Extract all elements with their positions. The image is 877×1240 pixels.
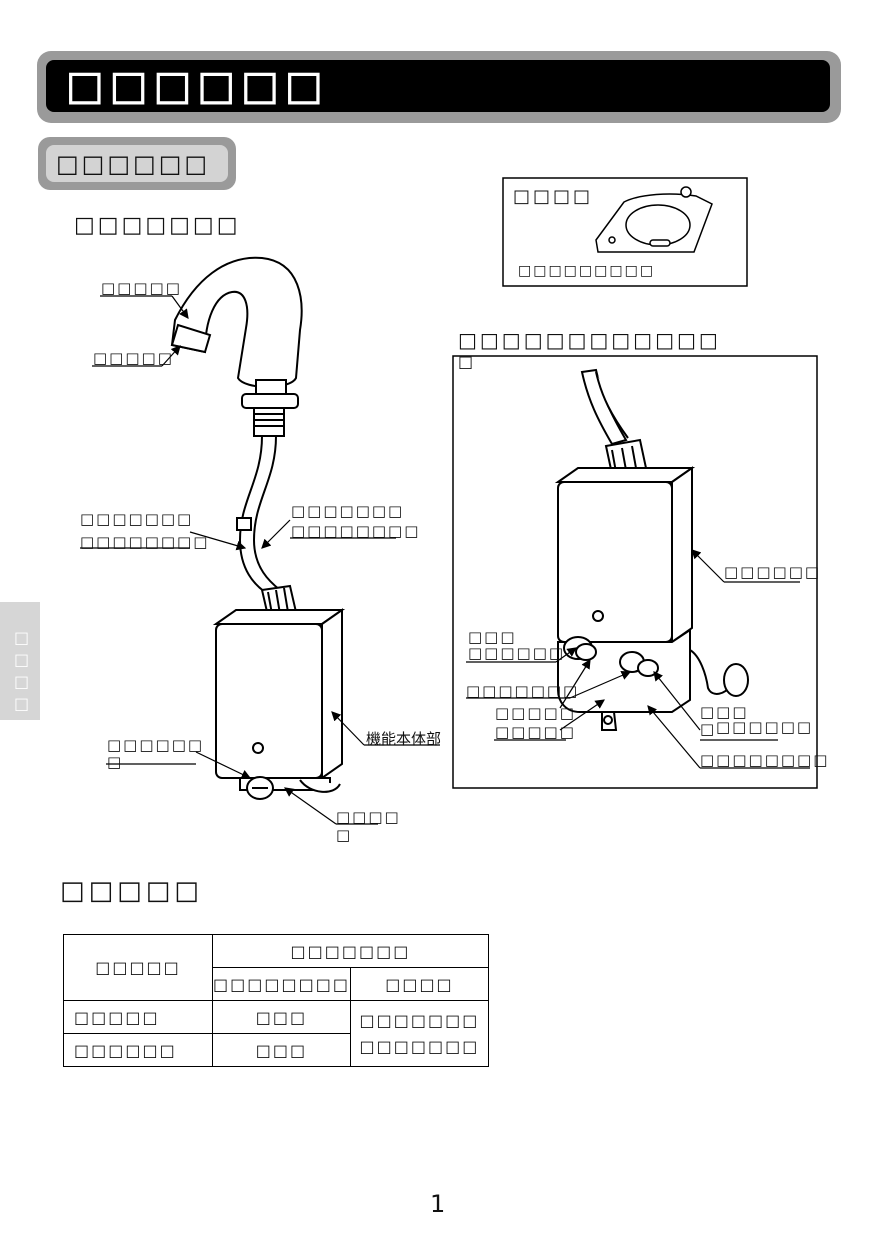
page-number: 1 <box>430 1190 446 1218</box>
label-hose-left-1: □□□□□□□ <box>80 510 194 528</box>
table-row: □□□□□ □□□ □□□□□□□ □□□□□□□ <box>63 1000 489 1067</box>
label-inlet-1: □□□□ <box>336 808 401 826</box>
section-label: □□□□□□ <box>46 145 228 182</box>
detail-label-right-a-3: □□□□□□ <box>716 718 814 736</box>
page-title: □□□□□□ <box>66 63 329 109</box>
detail-label-left-a-1: □□□ <box>468 628 517 646</box>
spec-col-main: □□□□□ <box>63 934 213 1001</box>
detail-heading-cont: □ <box>458 352 474 371</box>
label-inlet-2: □ <box>336 826 353 844</box>
spec-col-sub-1: □□□□□□□□ <box>212 967 351 1001</box>
faucet-heading: □□□□□□□ <box>74 213 241 238</box>
label-body-bottom-1: □□□□□□ <box>107 736 205 754</box>
accessory-title: □□□□ <box>513 186 594 207</box>
accessory-caption: □□□□□□□□□ <box>518 263 656 279</box>
unit-box-illustration <box>212 608 346 800</box>
detail-heading: □□□□□□□□□□□□ <box>458 328 721 352</box>
spec-col-group: □□□□□□□ <box>212 934 489 968</box>
spec-table: □□□□□ □□□□□□□ □□□□□□□□ □□□□ □□□□□ □□□ □□… <box>63 934 489 1067</box>
detail-box-frame <box>452 355 818 789</box>
label-hose-right-1: □□□□□□□ <box>291 502 405 520</box>
detail-label-left-a-2: □□□□□□ <box>468 644 566 662</box>
label-spout-b: □□□□□ <box>93 349 174 367</box>
detail-label-left-c-2: □□□□□ <box>495 723 576 741</box>
spec-col-sub-2: □□□□ <box>349 967 489 1001</box>
label-spout-a: □□□□□ <box>101 279 182 297</box>
side-tab-label: □□□□ <box>12 628 31 716</box>
gasket-illustration <box>595 186 713 253</box>
detail-label-unit: □□□□□□ <box>724 563 822 581</box>
hose-illustration <box>236 435 281 593</box>
spec-merged-note-2: □□□□□□□ <box>359 1036 480 1056</box>
label-hose-right-2: □□□□□□□□ <box>291 522 421 540</box>
spec-heading: □□□□□ <box>60 876 203 906</box>
detail-label-left-b: □□□□□□□ <box>466 682 580 700</box>
spec-row-name: □□□□□□ <box>63 1033 213 1067</box>
side-tab: □□□□ <box>0 602 40 720</box>
label-body-unit: 機能本体部 <box>366 730 442 748</box>
title-bar: □□□□□□ <box>46 60 830 112</box>
detail-unit-illustration <box>554 368 749 731</box>
label-hose-left-2: □□□□□□□□ <box>80 533 210 551</box>
detail-label-right-a-2: □ <box>700 720 717 738</box>
spec-row-name: □□□□□ <box>63 1000 213 1034</box>
detail-label-left-c-1: □□□□□ <box>495 704 576 722</box>
spec-row-value: □□□ <box>212 1000 351 1034</box>
spout-illustration <box>170 256 303 437</box>
spec-row-value: □□□ <box>212 1033 351 1067</box>
detail-label-right-b: □□□□□□□□ <box>700 751 830 769</box>
label-body-bottom-2: □ <box>107 753 124 771</box>
detail-label-right-a-1: □□□ <box>700 703 749 721</box>
table-row: □□□□□□ □□□ <box>63 1033 489 1067</box>
spec-merged-note: □□□□□□□ □□□□□□□ <box>349 1000 489 1067</box>
spec-merged-note-1: □□□□□□□ <box>359 1010 480 1030</box>
